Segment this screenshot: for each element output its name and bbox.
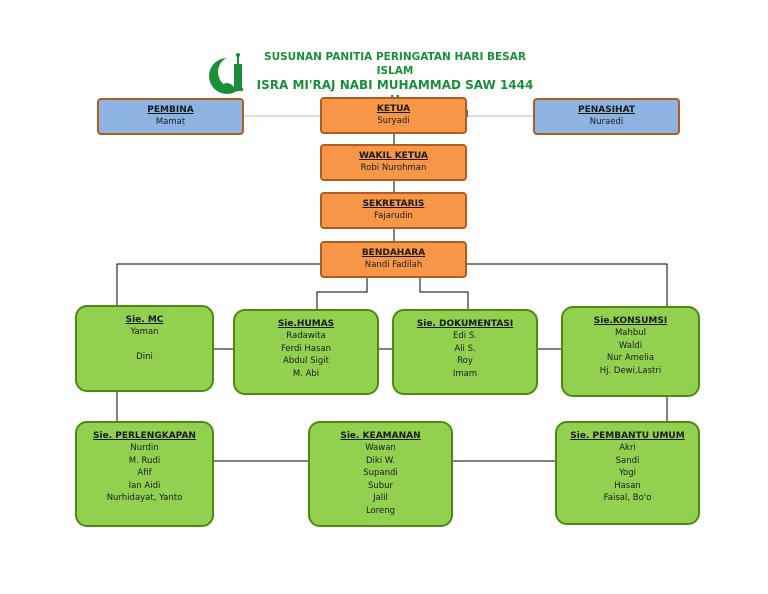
penasihat-title: PENASIHAT xyxy=(577,105,635,115)
sie-mc-box: Sie. MC Yaman Dini xyxy=(75,305,214,392)
sekretaris-title: SEKRETARIS xyxy=(362,199,425,209)
bendahara-box: BENDAHARA Nandi Fadilah xyxy=(320,241,467,278)
sie-perlengkapan-title: Sie. PERLENGKAPAN xyxy=(93,431,196,441)
penasihat-member: Nuraedi xyxy=(589,117,624,127)
sie-perlengkapan-box: Sie. PERLENGKAPAN Nurdin M. Rudi Afif Ia… xyxy=(75,421,214,527)
sie-pembantu-umum-box: Sie. PEMBANTU UMUM Akri Sandi Yogi Hasan… xyxy=(555,421,700,525)
sie-dokumentasi-member: Edi S. xyxy=(453,331,477,341)
sie-humas-member: Ferdi Hasan xyxy=(280,343,332,354)
sie-keamanan-box: Sie. KEAMANAN Wawan Diki W. Supandi Subu… xyxy=(308,421,453,527)
sie-konsumsi-member: Nur Amelia xyxy=(606,353,655,364)
sie-perlengkapan-member: M. Rudi xyxy=(128,455,161,466)
pembina-member: Mamat xyxy=(155,117,186,127)
ketua-box: KETUA Suryadi xyxy=(320,97,467,134)
sie-pembantu-umum-member: Faisal, Bo'o xyxy=(603,493,652,504)
sie-perlengkapan-member: Nurdin xyxy=(130,443,159,453)
sie-humas-member: Abdul Sigit xyxy=(283,356,329,367)
bendahara-member: Nandi Fadilah xyxy=(364,260,423,270)
sie-perlengkapan-member: Nurhidayat, Yanto xyxy=(106,493,183,504)
wakil-ketua-title: WAKIL KETUA xyxy=(359,151,428,161)
sie-pembantu-umum-member: Yogi xyxy=(618,468,637,479)
sie-dokumentasi-member: Imam xyxy=(452,368,478,379)
wakil-ketua-member: Robi Nurohman xyxy=(360,163,427,173)
sie-konsumsi-member: Waldi xyxy=(618,340,643,351)
sie-konsumsi-box: Sie.KONSUMSI Mahbul Waldi Nur Amelia Hj.… xyxy=(561,306,700,397)
connector-bendahara-mc xyxy=(116,263,320,305)
sie-keamanan-member: Supandi xyxy=(363,468,398,479)
bendahara-title: BENDAHARA xyxy=(361,248,426,258)
sie-konsumsi-title: Sie.KONSUMSI xyxy=(593,316,668,326)
connector-bendahara-konsumsi xyxy=(467,263,668,306)
sie-keamanan-member: Jalil xyxy=(373,493,388,504)
sie-dokumentasi-title: Sie. DOKUMENTASI xyxy=(416,319,514,329)
connector-bendahara-dokumentasi xyxy=(419,278,469,309)
pembina-title: PEMBINA xyxy=(147,105,194,115)
sie-pembantu-umum-member: Akri xyxy=(619,443,636,453)
sie-dokumentasi-box: Sie. DOKUMENTASI Edi S. Ali S. Roy Imam xyxy=(392,309,538,395)
sie-humas-member: M. Abi xyxy=(292,368,320,379)
pembina-box: PEMBINA Mamat xyxy=(97,98,244,135)
sie-pembantu-umum-title: Sie. PEMBANTU UMUM xyxy=(570,431,685,441)
ketua-title: KETUA xyxy=(376,104,411,114)
connector-bendahara-humas xyxy=(316,278,368,309)
sie-perlengkapan-member: Afif xyxy=(137,468,152,479)
sie-keamanan-title: Sie. KEAMANAN xyxy=(340,431,421,441)
sie-mc-title: Sie. MC xyxy=(125,315,164,325)
sie-mc-member: Dini xyxy=(136,351,153,362)
sie-keamanan-member: Wawan xyxy=(365,443,396,453)
sie-pembantu-umum-member: Sandi xyxy=(615,455,640,466)
penasihat-box: PENASIHAT Nuraedi xyxy=(533,98,680,135)
sie-mc-member: Yaman xyxy=(130,327,159,337)
sie-perlengkapan-member: Ian Aidi xyxy=(128,480,161,491)
sie-konsumsi-member: Mahbul xyxy=(614,328,647,338)
header-line-1: SUSUNAN PANITIA PERINGATAN HARI BESAR IS… xyxy=(264,51,526,77)
sie-humas-box: Sie.HUMAS Radawita Ferdi Hasan Abdul Sig… xyxy=(233,309,379,395)
sie-pembantu-umum-member: Hasan xyxy=(614,480,641,491)
sie-keamanan-member: Diki W. xyxy=(365,455,396,466)
sie-humas-title: Sie.HUMAS xyxy=(277,319,335,329)
sie-dokumentasi-member: Ali S. xyxy=(454,343,476,354)
ketua-member: Suryadi xyxy=(377,116,410,126)
sie-dokumentasi-member: Roy xyxy=(457,356,473,367)
mosque-crescent-icon xyxy=(209,53,250,94)
sie-keamanan-member: Subur xyxy=(367,480,394,491)
wakil-ketua-box: WAKIL KETUA Robi Nurohman xyxy=(320,144,467,181)
sie-humas-member: Radawita xyxy=(286,331,326,341)
sie-keamanan-member: Loreng xyxy=(365,505,396,516)
sekretaris-box: SEKRETARIS Fajarudin xyxy=(320,192,467,229)
sekretaris-member: Fajarudin xyxy=(374,211,413,221)
sie-konsumsi-member: Hj. Dewi,Lastri xyxy=(599,365,662,376)
